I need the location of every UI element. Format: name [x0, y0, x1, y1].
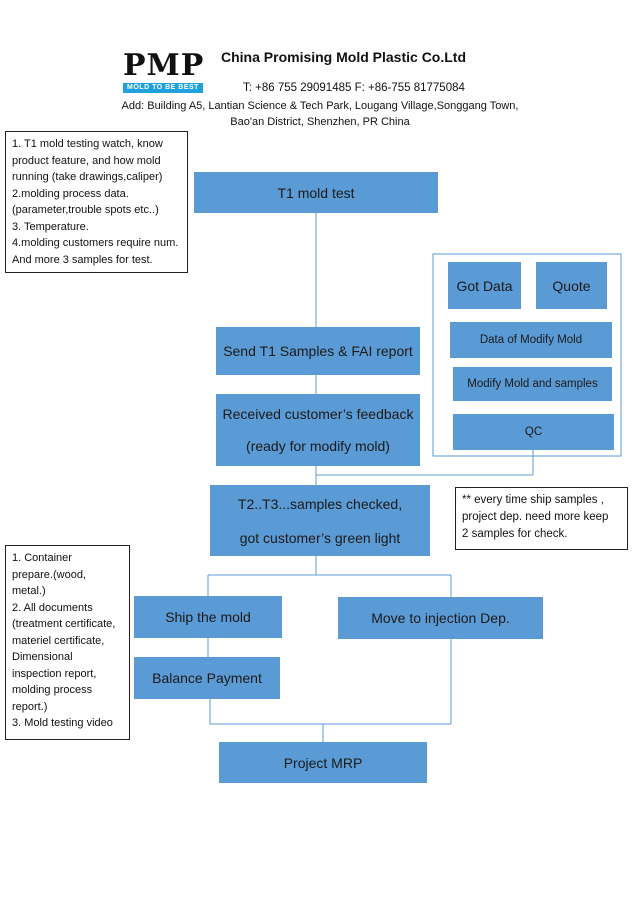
- step-samples-checked: T2..T3...samples checked, got customer’s…: [210, 485, 430, 556]
- note-line: running (take drawings,caliper): [12, 171, 163, 183]
- note-line: And more 3 samples for test.: [12, 253, 153, 266]
- note-line: 2 samples for check.: [462, 528, 568, 540]
- logo-text: PMP: [123, 48, 205, 83]
- note-line: 2. All documents: [12, 601, 93, 614]
- group-quote: Quote: [536, 262, 607, 309]
- company-name: China Promising Mold Plastic Co.Ltd: [221, 49, 467, 65]
- modify-group-frame: [432, 253, 622, 457]
- note-line: 2.molding process data.: [12, 187, 129, 200]
- step-balance-payment: Balance Payment: [134, 657, 280, 699]
- group-qc: QC: [453, 414, 614, 450]
- note-line: inspection report,: [12, 667, 97, 680]
- feedback-line-2: (ready for modify mold): [246, 438, 390, 454]
- checked-line-1: T2..T3...samples checked,: [237, 495, 403, 512]
- note-shipping-checklist: 1. Container prepare.(wood, metal.) 2. A…: [5, 545, 130, 740]
- note-line: (treatment certificate,: [12, 618, 116, 630]
- step-move-injection: Move to injection Dep.: [338, 597, 543, 639]
- note-line: molding process: [12, 684, 93, 696]
- company-phone: T: +86 755 29091485 F: +86-755 81775084: [243, 82, 465, 94]
- note-line: 3. Temperature.: [12, 220, 89, 233]
- note-line: ** every time ship samples ,: [462, 494, 604, 506]
- note-line: (parameter,trouble spots etc..): [12, 204, 159, 216]
- note-line: 4.molding customers require num.: [12, 237, 179, 249]
- group-data-of-modify-mold: Data of Modify Mold: [450, 322, 612, 358]
- note-line: report.): [12, 700, 48, 713]
- group-modify-mold-samples: Modify Mold and samples: [453, 367, 612, 401]
- note-line: Dimensional: [12, 651, 73, 663]
- feedback-line-1: Received customer’s feedback: [222, 406, 414, 422]
- note-line: 3. Mold testing video: [12, 717, 113, 729]
- logo-tagline: MOLD TO BE BEST: [123, 83, 203, 93]
- note-t1-checklist: 1. T1 mold testing watch, know product f…: [5, 131, 188, 273]
- group-got-data: Got Data: [448, 262, 521, 309]
- note-keep-samples: ** every time ship samples , project dep…: [455, 487, 628, 550]
- checked-line-2: got customer’s green light: [239, 529, 401, 546]
- step-t1-mold-test: T1 mold test: [194, 172, 438, 213]
- company-logo: PMP MOLD TO BE BEST: [123, 50, 203, 94]
- step-ship-mold: Ship the mold: [134, 596, 282, 638]
- note-line: metal.): [12, 585, 46, 597]
- note-line: 1. Container: [12, 552, 72, 564]
- step-project-mrp: Project MRP: [219, 742, 427, 783]
- step-send-samples: Send T1 Samples & FAI report: [216, 327, 420, 375]
- note-line: 1. T1 mold testing watch, know: [12, 138, 163, 150]
- note-line: prepare.(wood,: [12, 568, 86, 581]
- step-customer-feedback: Received customer’s feedback (ready for …: [216, 394, 420, 466]
- note-line: product feature, and how mold: [12, 154, 161, 167]
- address-line-2: Bao'an District, Shenzhen, PR China: [230, 116, 410, 128]
- company-address: Add: Building A5, Lantian Science & Tech…: [80, 98, 560, 130]
- address-line-1: Add: Building A5, Lantian Science & Tech…: [121, 100, 519, 112]
- note-line: materiel certificate,: [12, 634, 105, 647]
- note-line: project dep. need more keep: [462, 511, 609, 523]
